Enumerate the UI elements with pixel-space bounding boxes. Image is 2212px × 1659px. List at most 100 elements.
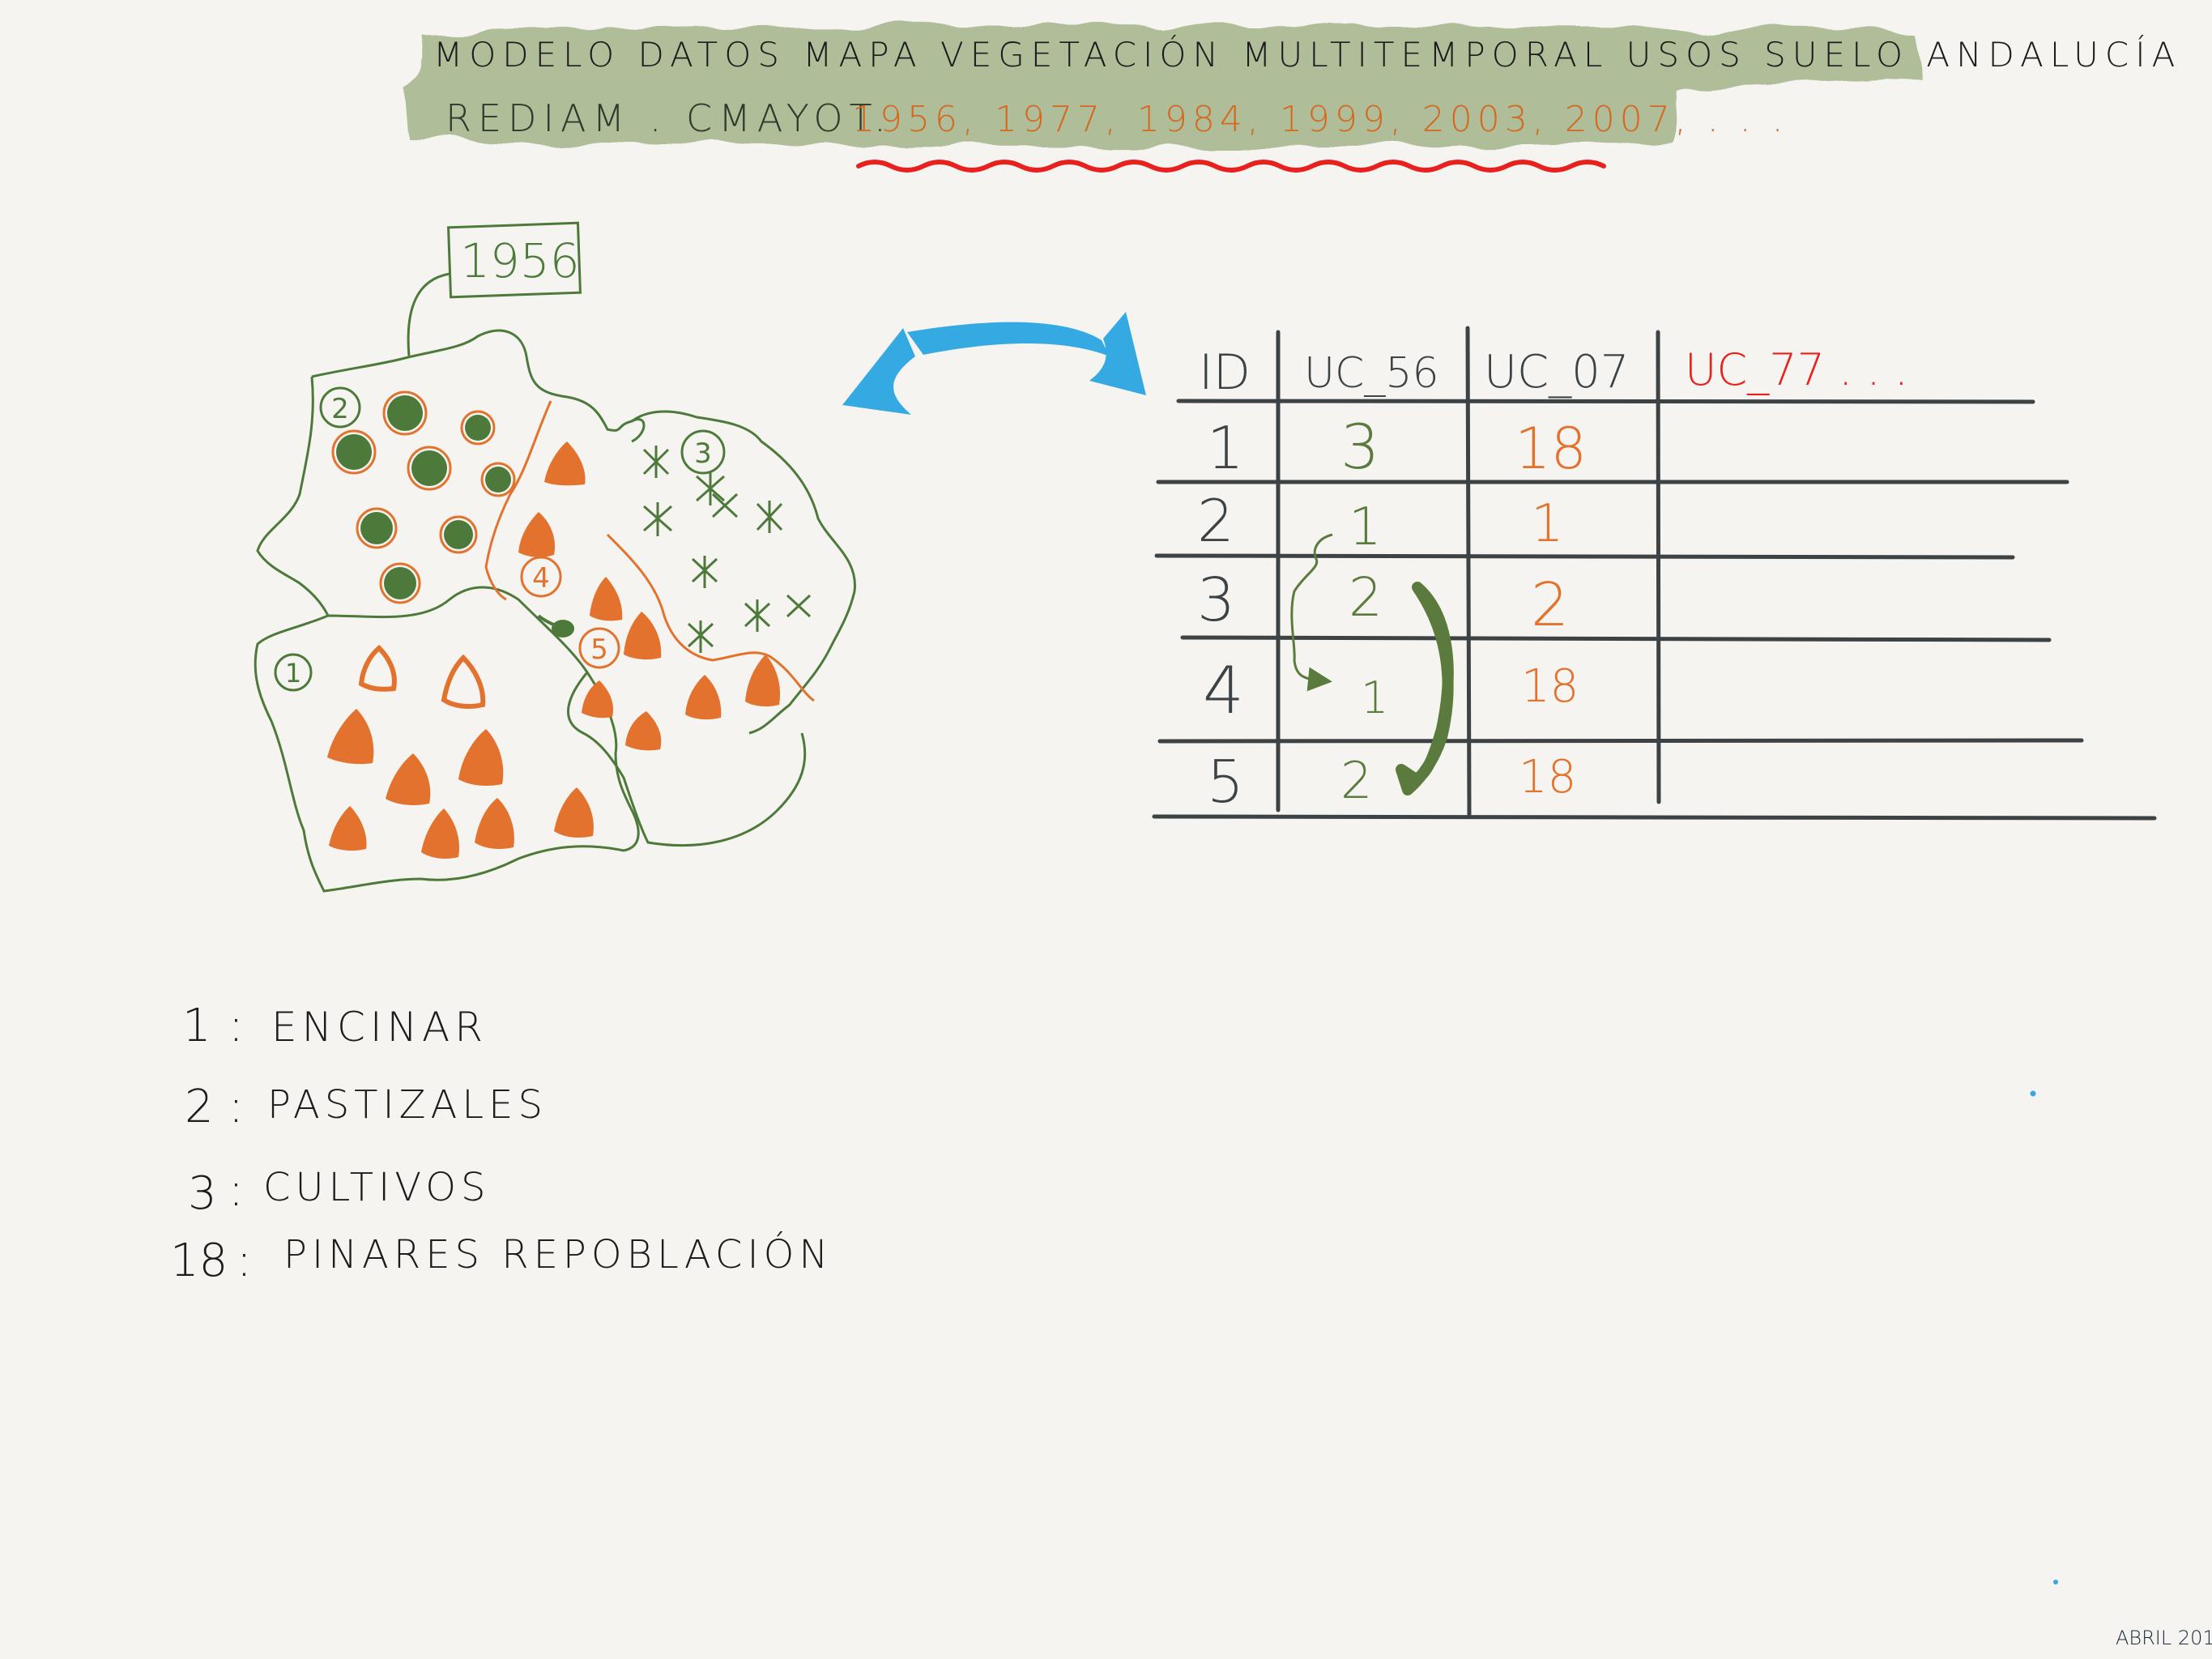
pine-shape xyxy=(327,709,374,765)
pine-shape xyxy=(625,711,662,751)
pine-shape xyxy=(386,753,431,805)
legend-label: ENCINAR xyxy=(271,1004,488,1051)
region-4-boundary xyxy=(484,400,552,601)
legend-label: PINARES REPOBLACIÓN xyxy=(283,1231,833,1277)
table-col-rule xyxy=(1465,326,1472,817)
pine-shape xyxy=(554,787,594,838)
pine-shape xyxy=(685,675,722,720)
double-arrow-icon xyxy=(907,322,1110,356)
stray-dot xyxy=(2053,1580,2058,1584)
crop-symbol xyxy=(786,594,812,618)
table-bottom-rule xyxy=(1152,814,2157,821)
region-label-1: 1 xyxy=(285,658,301,689)
cell-uc07: 2 xyxy=(1531,570,1569,640)
crop-symbol xyxy=(696,471,725,505)
arrowhead-left xyxy=(842,328,915,415)
pastizal-dot xyxy=(331,429,377,475)
year-leader-line xyxy=(407,272,450,357)
cell-id: 3 xyxy=(1197,565,1235,635)
crop-symbol xyxy=(711,493,739,518)
cell-uc56: 1 xyxy=(1349,497,1382,557)
crop-symbol xyxy=(756,501,783,533)
table-row-rule xyxy=(1180,635,2052,642)
pine-shape xyxy=(358,644,397,692)
pinares-symbols xyxy=(327,441,781,859)
col-header-uc77: UC_77 . . . xyxy=(1685,344,1908,395)
pastizal-dot xyxy=(382,390,428,436)
cell-uc56: 2 xyxy=(1349,566,1383,629)
region-label-5-circle xyxy=(578,627,620,669)
legend-code: 3 xyxy=(188,1167,217,1220)
legend-label: PASTIZALES xyxy=(267,1082,548,1128)
region-5-outline xyxy=(567,672,807,847)
legend-label: CULTIVOS xyxy=(263,1165,491,1210)
cell-uc56: 1 xyxy=(1361,672,1388,723)
table-headers: ID UC_56 UC_07 UC_77 . . . xyxy=(1199,344,1908,401)
legend-code: 2 xyxy=(185,1081,214,1133)
table-col-rule xyxy=(1656,330,1661,804)
legend-separator: : xyxy=(237,1235,252,1287)
title-line-2-source: REDIAM . CMAYOT. xyxy=(445,96,893,140)
vegetation-map: 1956 xyxy=(254,221,856,893)
year-box xyxy=(446,221,582,299)
title-line-1: MODELO DATOS MAPA VEGETACIÓN MULTITEMPOR… xyxy=(433,34,2181,75)
pastizal-dot xyxy=(407,446,452,491)
pine-shape xyxy=(475,798,514,849)
region-label-1-circle xyxy=(274,653,313,692)
title-highlight xyxy=(405,26,1920,147)
region-1-outline xyxy=(254,586,640,893)
pastizal-dot xyxy=(439,515,478,554)
pine-shape xyxy=(421,808,459,859)
cell-uc07: 1 xyxy=(1531,494,1564,554)
cell-id: 5 xyxy=(1207,748,1244,816)
col-header-id: ID xyxy=(1199,344,1251,401)
thin-curved-arrow xyxy=(1290,533,1333,692)
pine-shape xyxy=(458,729,504,786)
map-outer-top-outline xyxy=(311,329,646,443)
legend: 1 : ENCINAR 2 : PASTIZALES 3 : CULTIVOS … xyxy=(170,1000,833,1287)
region-label-5: 5 xyxy=(590,633,608,666)
region-labels: 2 3 4 5 1 xyxy=(274,386,726,692)
cell-uc56: 2 xyxy=(1340,751,1372,810)
pine-shape xyxy=(441,654,486,709)
legend-separator: : xyxy=(228,1081,244,1133)
pine-shape xyxy=(518,512,556,557)
col-header-uc07: UC_07 xyxy=(1484,346,1629,399)
pine-shape xyxy=(745,655,781,707)
region-label-2: 2 xyxy=(331,393,349,425)
pine-shape xyxy=(582,680,614,719)
region-2-outline xyxy=(256,376,330,616)
map-table-link-arrow xyxy=(842,312,1146,415)
cell-id: 1 xyxy=(1207,414,1244,482)
col-header-uc56: UC_56 xyxy=(1304,349,1439,398)
pine-shape xyxy=(544,441,586,486)
legend-code: 1 xyxy=(182,1000,211,1052)
crop-symbol xyxy=(687,621,714,653)
years-underline xyxy=(856,160,1606,173)
pastizal-dot xyxy=(460,410,496,446)
crop-symbol xyxy=(643,502,672,536)
table-header-rule xyxy=(1176,399,2035,404)
crop-symbol xyxy=(744,599,771,632)
cell-uc07: 18 xyxy=(1515,416,1587,482)
table-row-rule xyxy=(1154,553,2015,560)
cultivos-symbols xyxy=(642,446,812,653)
pine-shape xyxy=(624,612,662,660)
table-row-rule xyxy=(1157,738,2084,744)
title-line-2-years: 1956, 1977, 1984, 1999, 2003, 2007, . . … xyxy=(852,99,1788,140)
signature: ABRIL 2018 xyxy=(2116,1627,2212,1649)
title-block: MODELO DATOS MAPA VEGETACIÓN MULTITEMPOR… xyxy=(405,26,2181,173)
arrowhead-right xyxy=(1089,312,1146,395)
pastizal-dot xyxy=(379,562,421,604)
cell-uc07: 18 xyxy=(1519,751,1576,804)
cell-id: 4 xyxy=(1203,653,1244,728)
crop-symbol xyxy=(691,556,718,588)
pastizales-symbols xyxy=(331,390,516,604)
pine-shape xyxy=(590,577,623,621)
attribute-table xyxy=(1152,326,2157,821)
legend-separator: : xyxy=(228,1164,244,1217)
year-label: 1956 xyxy=(460,233,580,288)
legend-separator: : xyxy=(228,1000,244,1052)
pastizal-dot xyxy=(480,462,516,497)
